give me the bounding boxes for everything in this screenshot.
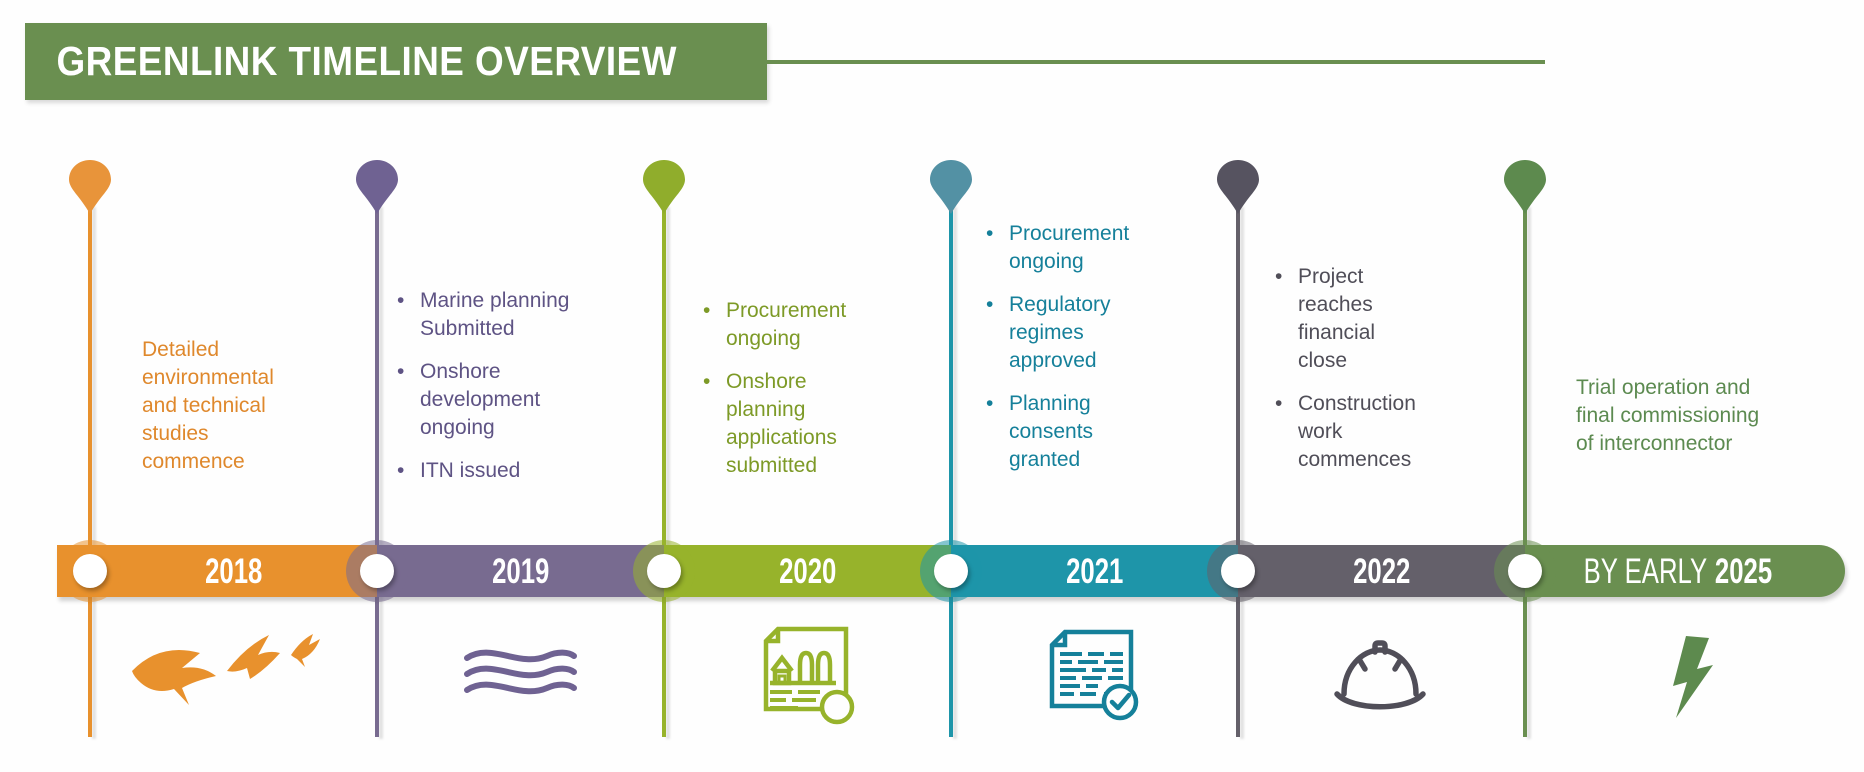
node-dot (647, 554, 681, 588)
bullet-list: Procurement ongoing Onshore planning app… (703, 297, 858, 495)
map-pin-icon (1504, 160, 1546, 214)
milestone-line (1523, 205, 1527, 737)
timeline-segment (377, 545, 664, 597)
approved-document-icon (1046, 628, 1140, 722)
map-pin-icon (643, 160, 685, 214)
waves-icon (463, 644, 578, 706)
map-pin-icon (356, 160, 398, 214)
bullet-item: Construction work commences (1275, 390, 1416, 474)
bullet-item: Marine planning Submitted (397, 287, 575, 343)
bullet-list: Procurement ongoing Regulatory regimes a… (986, 220, 1136, 489)
bullet-item: Procurement ongoing (703, 297, 858, 353)
header-bar: GREENLINK TIMELINE OVERVIEW (25, 23, 767, 100)
year-label: 2021 (1065, 550, 1124, 591)
map-pin-icon (69, 160, 111, 214)
timeline-segment (664, 545, 951, 597)
lightning-icon (1666, 634, 1722, 720)
node-dot (1221, 554, 1255, 588)
bullet-list: Marine planning Submitted Onshore develo… (397, 287, 575, 500)
timeline-segment (951, 545, 1238, 597)
node-dot (73, 554, 107, 588)
year-label: 2022 (1352, 550, 1411, 591)
year-label: 2019 (491, 550, 550, 591)
year-label: 2018 (204, 550, 263, 591)
node-dot (360, 554, 394, 588)
node-dot (934, 554, 968, 588)
planning-document-icon (758, 625, 855, 725)
header-rule (767, 60, 1545, 64)
timeline-segment (1525, 545, 1845, 597)
year-label: 2020 (778, 550, 837, 591)
map-pin-icon (930, 160, 972, 214)
bullet-item: Planning consents granted (986, 390, 1136, 474)
birds-icon (130, 626, 320, 711)
hard-hat-icon (1334, 638, 1426, 716)
milestone-line (88, 205, 92, 737)
page-title: GREENLINK TIMELINE OVERVIEW (56, 38, 677, 84)
node-dot (1508, 554, 1542, 588)
milestone-line (1236, 205, 1240, 737)
milestone-line (662, 205, 666, 737)
map-pin-icon (1217, 160, 1259, 214)
bullet-item: Procurement ongoing (986, 220, 1136, 276)
milestone-line (375, 205, 379, 737)
milestone-line (949, 205, 953, 737)
bullet-item: ITN issued (397, 457, 575, 485)
timeline-segment (1238, 545, 1525, 597)
milestone-description: Trial operation and final commissioning … (1576, 376, 1760, 455)
milestone-description: Detailed environmental and technical stu… (142, 338, 274, 473)
bullet-item: Regulatory regimes approved (986, 291, 1136, 375)
bullet-item: Onshore planning applications submitted (703, 368, 858, 480)
bullet-item: Onshore development ongoing (397, 358, 575, 442)
bullet-list: Project reaches financial close Construc… (1275, 263, 1416, 489)
bullet-item: Project reaches financial close (1275, 263, 1410, 375)
